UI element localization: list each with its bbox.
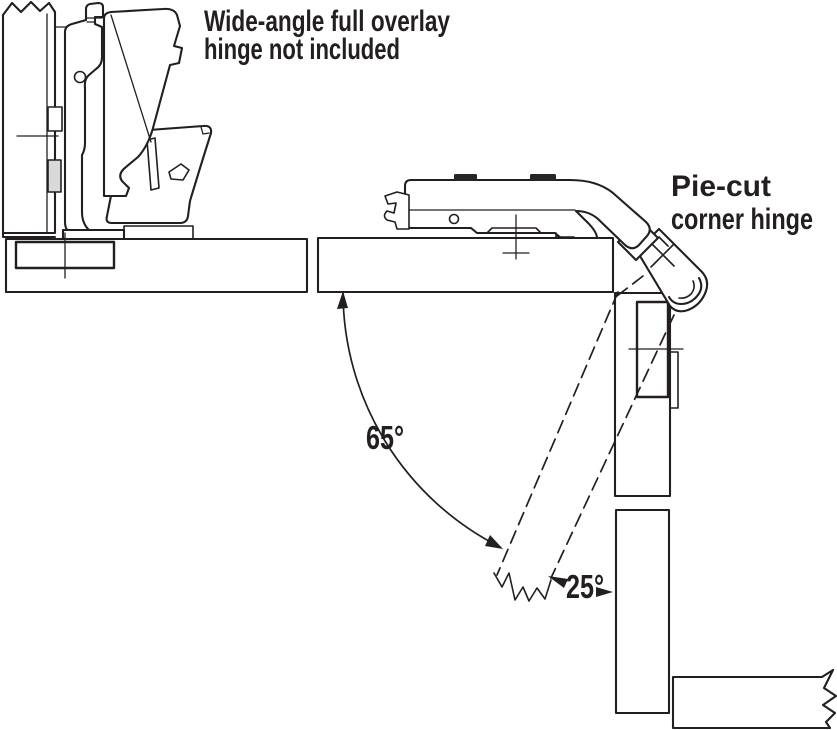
angle-arrowhead-right-icon [596, 587, 613, 597]
corner-assembly [316, 174, 837, 730]
arc-arrowhead-bottom-icon [485, 535, 503, 549]
swing-arc [342, 292, 501, 548]
pie-cut-hinge [383, 174, 709, 313]
hinge-slot [146, 137, 160, 191]
hinge-end-clip [383, 191, 410, 230]
hinge-arm-body [403, 178, 651, 250]
cabinet-panel-left [4, 237, 309, 294]
fixing-tab-2 [530, 174, 556, 181]
bottom-panel [671, 668, 837, 730]
hinge-base [61, 225, 194, 241]
wide-angle-note-line2: hinge not included [204, 33, 400, 66]
wide-angle-note-line1: Wide-angle full overlay [204, 5, 450, 38]
open-angle-label: 65° [366, 419, 404, 456]
angle-arrowhead-left-icon [548, 576, 568, 588]
cross-mark-arm [650, 236, 675, 268]
arc-arrowhead-top-icon [337, 291, 348, 309]
closed-angle-label: 25° [566, 568, 604, 605]
annotations: 65° 25° [337, 275, 675, 605]
fixing-tab-1 [454, 174, 477, 181]
hinge-lower-arm [635, 227, 709, 313]
hinge-screw-hole [73, 70, 87, 84]
wide-angle-hinge [47, 1, 213, 241]
door-break-zigzag [493, 572, 552, 602]
cross-mark-panel [502, 214, 530, 260]
pie-cut-label-line2: corner hinge [671, 203, 813, 236]
hinge-cup [667, 276, 703, 306]
hinge-door-plate [63, 1, 105, 233]
plate-clip [669, 351, 679, 409]
left-assembly [1, 0, 309, 294]
cabinet-panel-top [316, 236, 615, 294]
pie-cut-label-line1: Pie-cut [671, 170, 771, 203]
open-door-panel [1, 0, 59, 239]
side-panel-lower [614, 508, 671, 715]
door-open-position-dashed [493, 275, 675, 602]
hinge-oblong-hole [168, 163, 190, 181]
text-notes: Wide-angle full overlay hinge not includ… [204, 5, 813, 236]
arm-screw-hole [448, 213, 460, 225]
panel-break-zigzag [1, 0, 57, 17]
corner-door-panel [613, 291, 684, 498]
